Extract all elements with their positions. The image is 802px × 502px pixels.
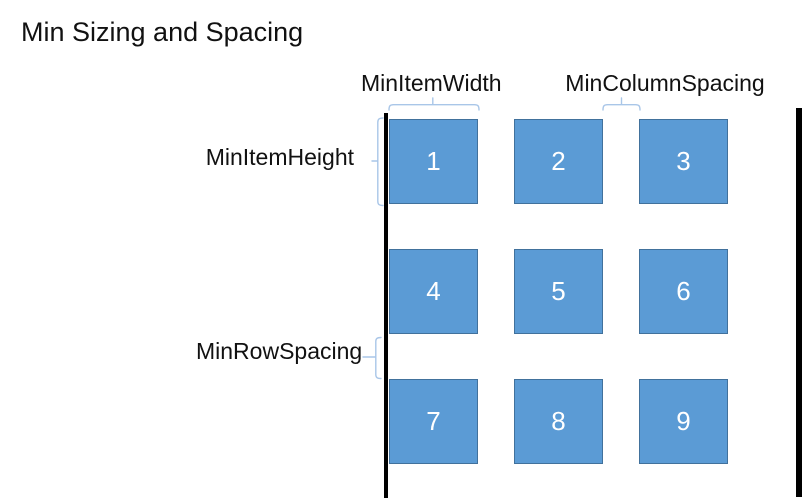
grid-item-8: 8 (514, 379, 603, 464)
grid-item-2: 2 (514, 119, 603, 204)
min-row-spacing-label: MinRowSpacing (196, 338, 363, 364)
items-grid: 1 2 3 4 5 6 7 8 9 (389, 119, 728, 464)
min-item-height-brace-icon (371, 117, 384, 207)
grid-item-9: 9 (639, 379, 728, 464)
grid-item-4: 4 (389, 249, 478, 334)
grid-item-3: 3 (639, 119, 728, 204)
min-column-spacing-label: MinColumnSpacing (565, 70, 765, 96)
grid-item-6: 6 (639, 249, 728, 334)
page-title: Min Sizing and Spacing (21, 17, 304, 47)
min-item-height-label: MinItemHeight (205, 144, 354, 170)
right-edge-line (796, 108, 802, 497)
min-row-spacing-brace-icon (362, 336, 382, 380)
min-item-width-brace-icon (388, 97, 480, 111)
min-item-width-label: MinItemWidth (361, 70, 502, 96)
grid-item-5: 5 (514, 249, 603, 334)
left-edge-line (384, 113, 388, 498)
grid-item-7: 7 (389, 379, 478, 464)
grid-item-1: 1 (389, 119, 478, 204)
min-column-spacing-brace-icon (602, 97, 641, 111)
